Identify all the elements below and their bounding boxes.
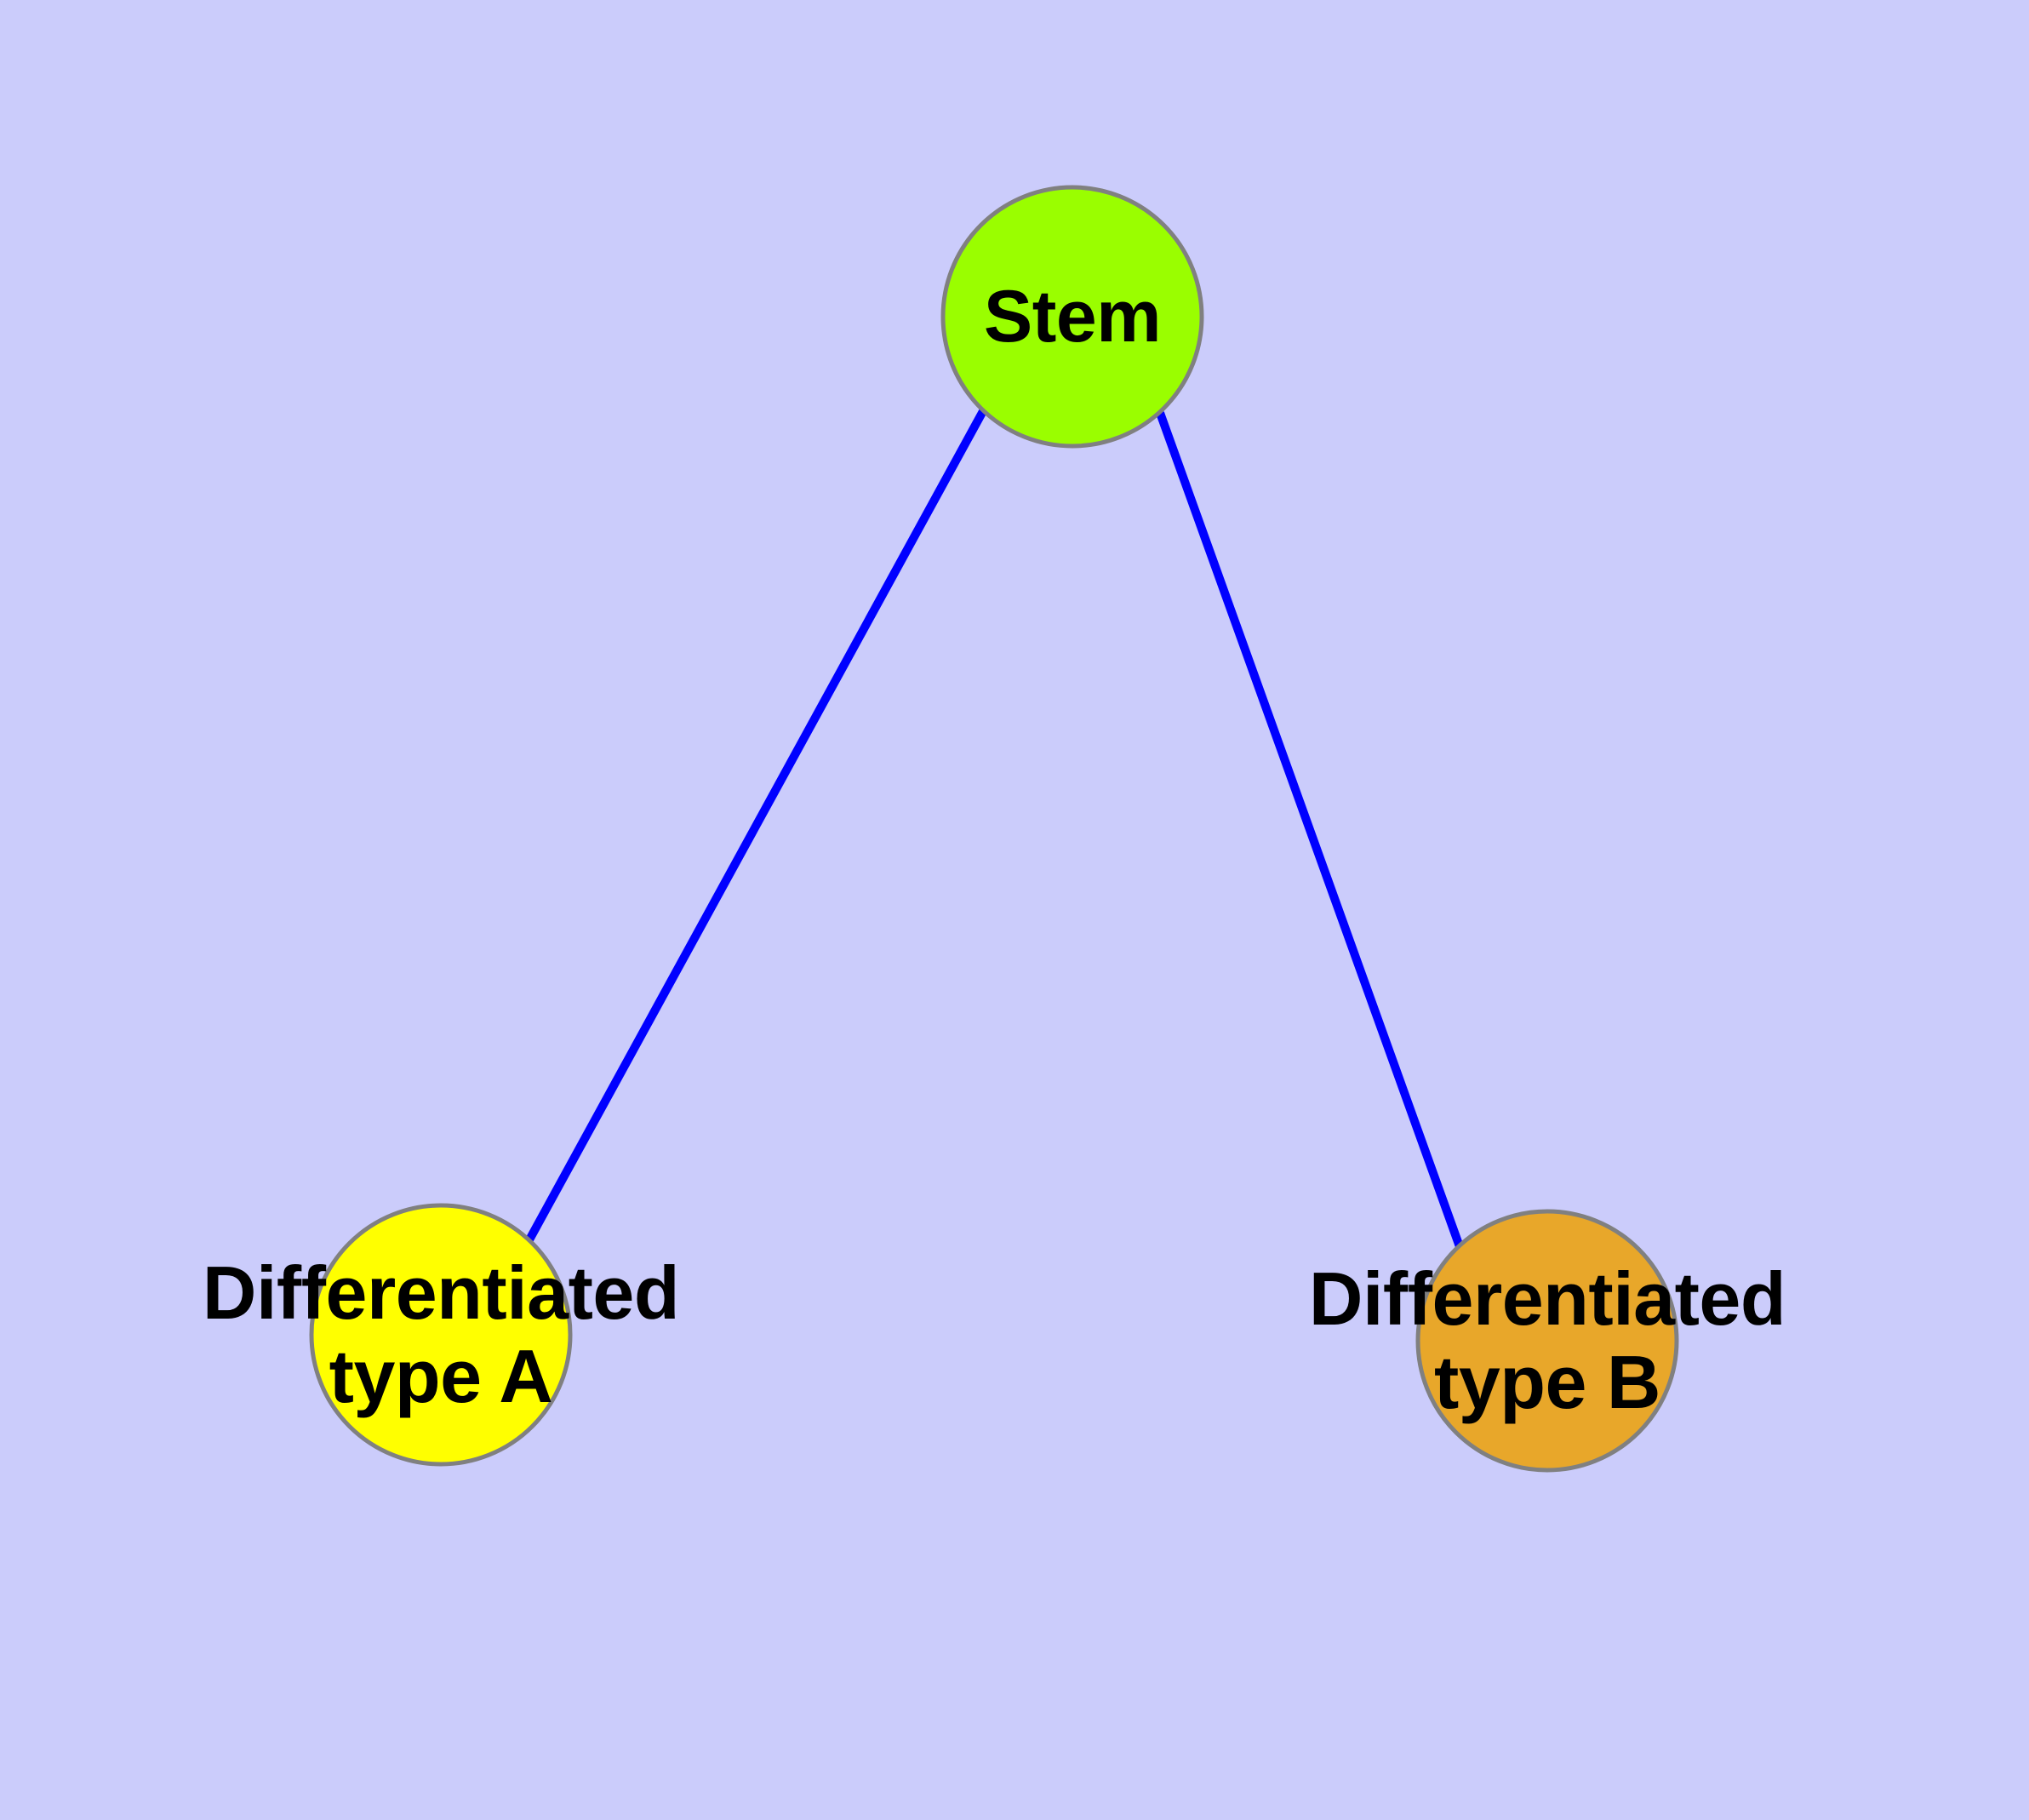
- node-diff-b-circle[interactable]: [1415, 1209, 1679, 1473]
- edge-stem-to-diff-b[interactable]: [1156, 411, 1466, 1253]
- node-diff-a-circle[interactable]: [309, 1203, 573, 1467]
- edge-layer: [523, 409, 1466, 1253]
- node-layer: [309, 185, 1679, 1473]
- edge-stem-to-diff-a[interactable]: [523, 409, 987, 1245]
- node-stem-circle[interactable]: [940, 185, 1204, 449]
